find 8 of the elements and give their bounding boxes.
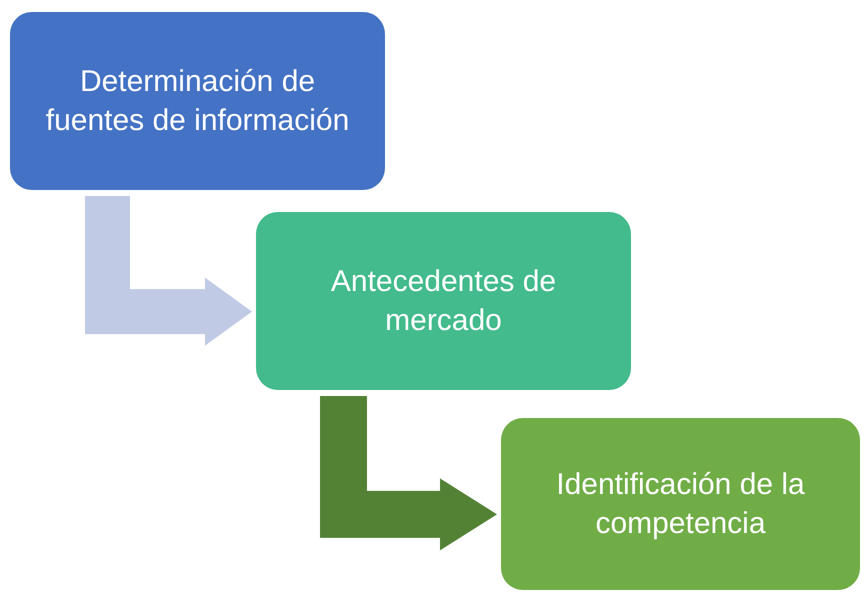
process-box xyxy=(256,212,631,390)
bent-arrow xyxy=(85,196,252,346)
step-label: Antecedentes de mercado xyxy=(330,264,558,339)
process-box xyxy=(501,418,860,590)
step-label: Determinación de fuentes de información xyxy=(44,64,350,139)
bent-arrow xyxy=(320,396,497,550)
step-label: Identificación de la competencia xyxy=(555,467,806,542)
process-box xyxy=(10,12,385,190)
